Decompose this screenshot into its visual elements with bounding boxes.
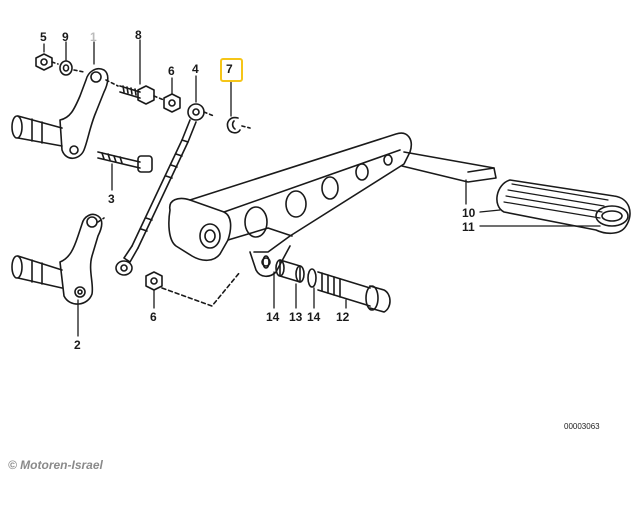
bolt-8: [119, 85, 155, 105]
nut-6-lower: [145, 271, 163, 291]
copyright-notice: © Motoren-Israel: [8, 458, 103, 472]
part-label-7: 7: [226, 62, 233, 76]
part-label-8: 8: [135, 28, 142, 42]
part-label-1: 1: [90, 30, 97, 44]
foot-shift-lever: [168, 132, 497, 278]
part-label-14-left: 14: [266, 310, 280, 324]
part-label-6-lower: 6: [150, 310, 157, 324]
lower-shift-lever: [11, 213, 103, 305]
bolt-3: [97, 151, 153, 173]
highlight-box: [220, 58, 243, 82]
circlip-7: [226, 116, 241, 134]
part-label-3: 3: [108, 192, 115, 206]
part-label-10: 10: [462, 206, 476, 220]
part-label-9: 9: [62, 30, 69, 44]
bolt-12: [317, 271, 391, 313]
leader-lines: [43, 39, 601, 337]
part-label-13: 13: [289, 310, 303, 324]
washer-14-left: [262, 255, 270, 269]
bushing-13: [275, 259, 305, 283]
part-label-14-right: 14: [307, 310, 321, 324]
nut-5: [35, 53, 53, 71]
upper-shift-lever: [11, 67, 109, 160]
shift-rod-4: [115, 103, 205, 276]
footpeg-rubber: [496, 179, 631, 235]
part-label-11: 11: [462, 220, 475, 234]
nut-6-upper: [163, 93, 181, 113]
part-label-6-upper: 6: [168, 64, 175, 78]
part-label-5: 5: [40, 30, 47, 44]
assembly-line: [105, 79, 119, 87]
assembly-line: [153, 95, 165, 101]
catalog-number: 00003063: [564, 422, 600, 431]
assembly-line: [51, 61, 85, 73]
part-label-2: 2: [74, 338, 81, 352]
washer-9: [59, 60, 73, 76]
assembly-line: [161, 271, 241, 307]
part-label-12: 12: [336, 310, 350, 324]
washer-14-right: [307, 268, 317, 288]
assembly-line: [97, 217, 105, 223]
assembly-line: [241, 125, 251, 129]
assembly-line: [203, 111, 215, 117]
part-label-4: 4: [192, 62, 199, 76]
